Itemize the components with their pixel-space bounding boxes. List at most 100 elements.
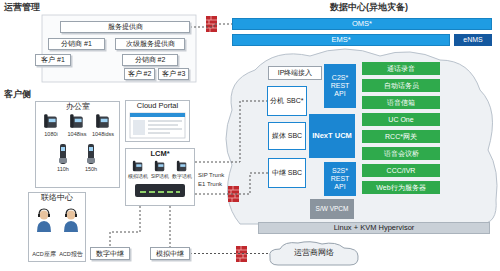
digital-phone xyxy=(177,161,186,171)
node-text: 数字中继 xyxy=(96,250,124,258)
node-text: 语音会议桥 xyxy=(384,150,419,158)
sbc-box: 中继 SBC xyxy=(268,158,306,188)
agent-label: ACD报告 xyxy=(59,251,83,257)
firewall-icon xyxy=(236,246,247,262)
section-title: 运营管理 xyxy=(4,3,40,13)
sip-phone xyxy=(155,161,164,171)
portal-group: Cloud Portal xyxy=(125,100,190,142)
dashed-link xyxy=(190,253,268,254)
phone-type: 数字话机 xyxy=(172,174,192,180)
trunk-box: 数字中继 xyxy=(90,247,130,260)
node-text: S2S* REST API xyxy=(325,167,355,190)
node-text: eNMS xyxy=(463,36,482,44)
node-text: RCC*网关 xyxy=(385,133,417,141)
dashed-link xyxy=(195,101,267,162)
service-box: RCC*网关 xyxy=(362,130,440,143)
node-text: 客户 #3 xyxy=(162,70,186,78)
agent-label: ACD座席 xyxy=(32,251,56,257)
sbc-box: 分机 SBC* xyxy=(267,86,306,116)
service-box: 语音会议桥 xyxy=(362,147,440,160)
node-text: 服务提供商 xyxy=(108,23,143,31)
phone-model: 1048idss xyxy=(92,131,114,137)
ports xyxy=(140,191,180,193)
agent-icons xyxy=(37,209,78,232)
service-box: CCC/IVR xyxy=(362,164,440,177)
hypervisor-bar: Linux + KVM Hypervisor xyxy=(258,222,490,234)
reseller-box: 分销商 #2 xyxy=(122,54,178,66)
node-text: 媒体 SBC xyxy=(272,132,302,140)
node-text: 中继 SBC xyxy=(272,169,302,177)
reseller-box: 分销商 #1 xyxy=(48,38,105,50)
node-text: 分机 SBC* xyxy=(270,97,303,105)
service-box: 自动话务员 xyxy=(362,79,440,92)
node-text: Cloud Portal xyxy=(137,102,178,110)
desk-phone xyxy=(96,114,109,128)
gateway-box xyxy=(135,184,185,197)
node-text: 运营商网络 xyxy=(294,249,334,257)
provider-box: 服务提供商 xyxy=(60,21,190,33)
node-text: 通话录音 xyxy=(387,65,415,73)
ip-phone-icons xyxy=(44,114,109,164)
service-box: 通话录音 xyxy=(362,62,440,75)
firewall-icon xyxy=(228,186,239,202)
api-box: S2S* REST API xyxy=(324,162,356,196)
node-text: LCM* xyxy=(150,150,169,158)
group-outline xyxy=(42,15,196,82)
phone-model: 1080i xyxy=(44,131,57,137)
office-group: 办公室 xyxy=(35,101,120,188)
phone-type: SIP话机 xyxy=(151,174,169,180)
cordless-phone xyxy=(59,144,67,164)
node-text: 客户 #2 xyxy=(128,70,152,78)
analog-phone xyxy=(133,161,142,171)
section-title: 数据中心(异地灾备) xyxy=(330,3,408,13)
section-title: 客户侧 xyxy=(4,90,31,100)
desk-phone xyxy=(70,114,83,128)
cloud-outline xyxy=(270,242,358,265)
phone-model: 150h xyxy=(85,166,97,172)
node-text: 客户 #1 xyxy=(41,56,65,64)
trunk-label: E1 Trunk xyxy=(198,181,222,188)
phone-model: 110h xyxy=(57,166,69,172)
carrier-cloud: 运营商网络 xyxy=(268,240,360,266)
node-text: IP终端接入 xyxy=(278,69,313,77)
service-box: Web行为服务器 xyxy=(362,181,440,194)
sbc-box: 媒体 SBC xyxy=(268,122,306,150)
trunk-label: SIP Trunk xyxy=(198,172,224,179)
dashed-link xyxy=(170,206,171,247)
node-text: 次级服务提供商 xyxy=(126,40,175,48)
node-text: S/W VPCM xyxy=(316,205,349,212)
node-text: Web行为服务器 xyxy=(376,184,425,192)
node-text: 分销商 #1 xyxy=(61,40,92,48)
ems-bar: EMS* xyxy=(232,34,450,46)
api-box: C2S* REST API xyxy=(324,64,356,108)
node-text: EMS* xyxy=(331,36,350,44)
node-text: UC One xyxy=(388,116,413,124)
node-text: 联络中心 xyxy=(41,194,73,202)
service-box: 语音信箱 xyxy=(362,96,440,109)
node-text: 分销商 #2 xyxy=(135,56,166,64)
screen-bar xyxy=(130,113,185,117)
node-text: OMS* xyxy=(352,20,372,28)
agent-icon xyxy=(64,209,78,232)
agent-icon xyxy=(37,209,51,232)
node-text: 模拟中继 xyxy=(156,250,184,258)
node-text: Linux + KVM Hypervisor xyxy=(334,224,415,232)
customer-box: 客户 #3 xyxy=(158,68,189,80)
node-text: C2S* REST API xyxy=(325,74,355,97)
screen-lines xyxy=(148,121,182,133)
oms-bar: OMS* xyxy=(232,18,492,30)
customer-box: 客户 #1 xyxy=(35,54,71,66)
access-box: IP终端接入 xyxy=(268,66,322,80)
phone-model: 1048iss xyxy=(68,131,87,137)
enms-box: eNMS xyxy=(454,34,492,46)
screen xyxy=(130,113,185,138)
node-text: 办公室 xyxy=(66,103,90,111)
dashed-link xyxy=(190,24,232,27)
service-box: UC One xyxy=(362,113,440,126)
node-text: 自动话务员 xyxy=(384,82,419,90)
node-text: 语音信箱 xyxy=(387,99,415,107)
customer-box: 客户 #2 xyxy=(124,68,155,80)
phone-type: 模拟话机 xyxy=(128,174,148,180)
desk-phone xyxy=(44,114,57,128)
dashed-link xyxy=(110,206,140,247)
